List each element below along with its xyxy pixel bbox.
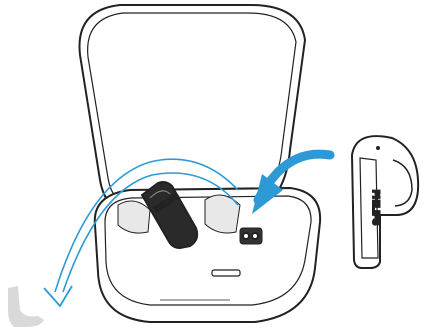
remove-arrow	[43, 158, 239, 308]
earbud-side-view: PHILIPS	[350, 135, 420, 269]
earbud-silhouette	[8, 286, 44, 327]
case-body	[93, 186, 322, 323]
earbud-side-brand-label: PHILIPS	[371, 190, 381, 225]
earbud-in-case: PHILIPS	[140, 181, 199, 250]
insert-arrow	[252, 149, 335, 214]
